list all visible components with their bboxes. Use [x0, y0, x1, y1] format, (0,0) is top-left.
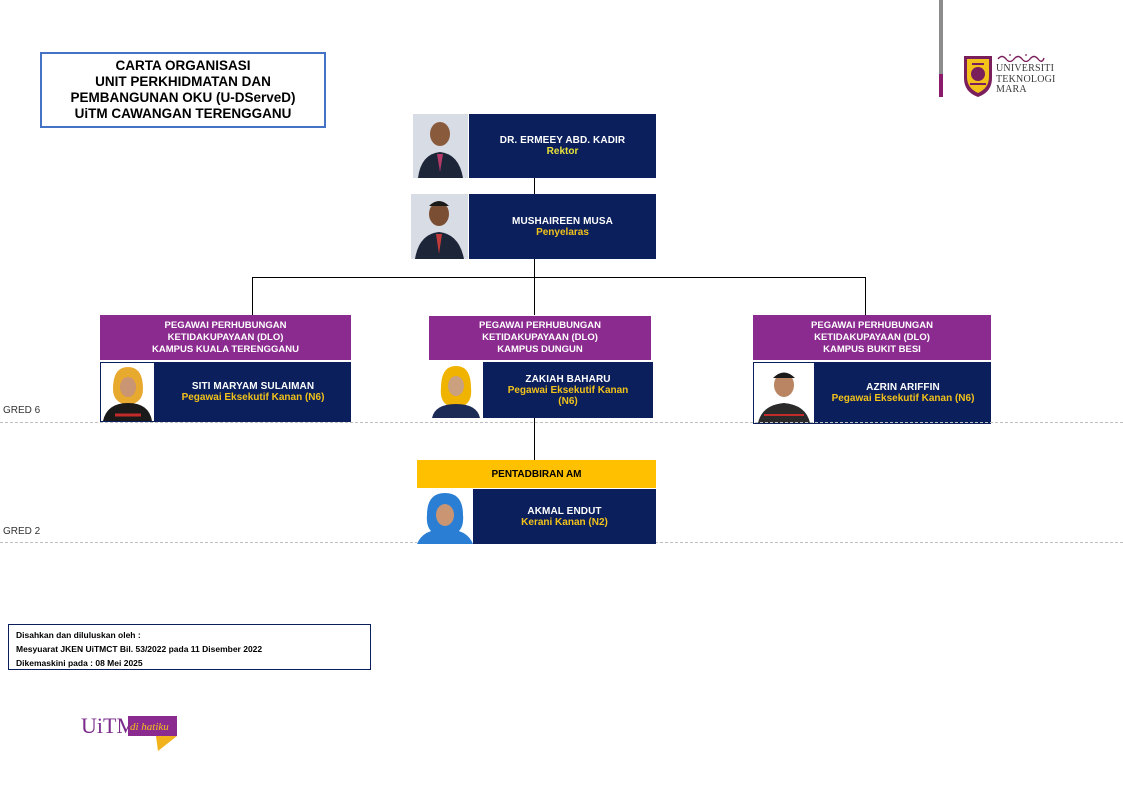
rektor-box: DR. ERMEEY ABD. KADIR Rektor	[469, 114, 656, 178]
dlo-dungun-header-line3: KAMPUS DUNGUN	[497, 344, 583, 355]
connector-penyelaras-down	[534, 259, 535, 315]
arabic-script-icon	[997, 54, 1045, 62]
dlo-kt-box: SITI MARYAM SULAIMAN Pegawai Eksekutif K…	[155, 362, 351, 422]
chart-title-box: CARTA ORGANISASI UNIT PERKHIDMATAN DAN P…	[40, 52, 326, 128]
rektor-photo	[413, 114, 468, 178]
footer-logo-sub: di hatiku	[130, 721, 169, 733]
person-male-icon	[754, 363, 814, 423]
dlo-dungun-name: ZAKIAH BAHARU	[525, 373, 611, 385]
logo-line1: UNIVERSITI	[996, 63, 1055, 74]
dlo-kt-header-line3: KAMPUS KUALA TERENGGANU	[152, 343, 299, 355]
approval-line3: Dikemaskini pada : 08 Mei 2025	[16, 658, 143, 668]
logo-line3: MARA	[996, 84, 1027, 95]
dlo-bb-role: Pegawai Eksekutif Kanan (N6)	[831, 393, 975, 404]
logo-wordmark: UNIVERSITI TEKNOLOGI MARA	[996, 63, 1056, 96]
pentadbiran-box: AKMAL ENDUT Kerani Kanan (N2)	[473, 489, 656, 544]
dlo-kt-photo	[100, 362, 155, 422]
dlo-bb-box: AZRIN ARIFFIN Pegawai Eksekutif Kanan (N…	[815, 362, 991, 424]
dlo-dungun-role-grade: (N6)	[558, 395, 578, 407]
dlo-kt-role: Pegawai Eksekutif Kanan (N6)	[181, 392, 325, 403]
person-female-icon	[429, 362, 483, 418]
approval-line2: Mesyuarat JKEN UiTMCT Bil. 53/2022 pada …	[16, 644, 263, 654]
dlo-bb-header-line3: KAMPUS BUKIT BESI	[823, 343, 921, 355]
chart-title-line4: UiTM CAWANGAN TERENGGANU	[74, 106, 292, 121]
footer-logo-main: UiTM	[81, 713, 136, 738]
penyelaras-role: Penyelaras	[536, 226, 589, 238]
connector-right	[865, 277, 866, 315]
person-female-icon	[417, 489, 473, 544]
dlo-kt-header: PEGAWAI PERHUBUNGAN KETIDAKUPAYAAN (DLO)…	[100, 315, 351, 360]
dlo-bb-photo	[753, 362, 815, 424]
dlo-dungun-role: Pegawai Eksekutif Kanan	[507, 384, 629, 396]
person-male-icon	[413, 114, 468, 178]
pentadbiran-role: Kerani Kanan (N2)	[521, 516, 608, 528]
connector-horizontal	[252, 277, 866, 278]
penyelaras-box: MUSHAIREEN MUSA Penyelaras	[469, 194, 656, 259]
dlo-kt-header-line1: PEGAWAI PERHUBUNGAN	[164, 319, 287, 331]
rektor-role: Rektor	[546, 146, 579, 157]
dlo-dungun-photo	[429, 362, 483, 418]
gred-2-label: GRED 2	[3, 526, 41, 537]
dlo-dungun-header-line1: PEGAWAI PERHUBUNGAN	[479, 320, 601, 331]
person-female-icon	[101, 363, 154, 421]
dlo-bb-header-line1: PEGAWAI PERHUBUNGAN	[811, 319, 933, 331]
connector-rektor-penyelaras	[534, 178, 535, 194]
dlo-dungun-header: PEGAWAI PERHUBUNGAN KETIDAKUPAYAAN (DLO)…	[429, 316, 651, 360]
connector-left	[252, 277, 253, 315]
pentadbiran-header: PENTADBIRAN AM	[417, 460, 656, 488]
dlo-dungun-header-line2: KETIDAKUPAYAAN (DLO)	[482, 332, 598, 343]
person-male-icon	[411, 194, 468, 259]
pentadbiran-photo	[417, 489, 473, 544]
pentadbiran-name: AKMAL ENDUT	[527, 505, 602, 517]
logo-line2: TEKNOLOGI	[996, 73, 1056, 85]
dlo-bb-header: PEGAWAI PERHUBUNGAN KETIDAKUPAYAAN (DLO)…	[753, 315, 991, 360]
uitm-crest-icon	[964, 56, 992, 97]
logo-divider	[939, 0, 943, 74]
gred-6-label: GRED 6	[3, 405, 41, 416]
chart-title-line3: PEMBANGUNAN OKU (U-DServeD)	[70, 90, 296, 105]
approval-note: Disahkan dan diluluskan oleh : Mesyuarat…	[8, 624, 371, 670]
dlo-kt-name: SITI MARYAM SULAIMAN	[191, 381, 315, 392]
logo-divider-accent	[939, 74, 943, 97]
gred-6-divider	[0, 422, 1123, 423]
dlo-bb-header-line2: KETIDAKUPAYAAN (DLO)	[814, 331, 930, 343]
chart-title-line1: CARTA ORGANISASI	[115, 58, 251, 73]
connector-dungun-pentadbiran	[534, 418, 535, 460]
penyelaras-name: MUSHAIREEN MUSA	[512, 215, 613, 227]
dlo-kt-header-line2: KETIDAKUPAYAAN (DLO)	[167, 331, 284, 343]
approval-line1: Disahkan dan diluluskan oleh :	[16, 630, 141, 640]
uitm-di-hatiku-logo: UiTM di hatiku	[80, 712, 177, 751]
dlo-dungun-box: ZAKIAH BAHARU Pegawai Eksekutif Kanan (N…	[483, 362, 653, 418]
dlo-bb-name: AZRIN ARIFFIN	[866, 382, 940, 393]
rektor-name: DR. ERMEEY ABD. KADIR	[499, 135, 626, 146]
chart-title-line2: UNIT PERKHIDMATAN DAN	[95, 74, 271, 89]
penyelaras-photo	[411, 194, 468, 259]
